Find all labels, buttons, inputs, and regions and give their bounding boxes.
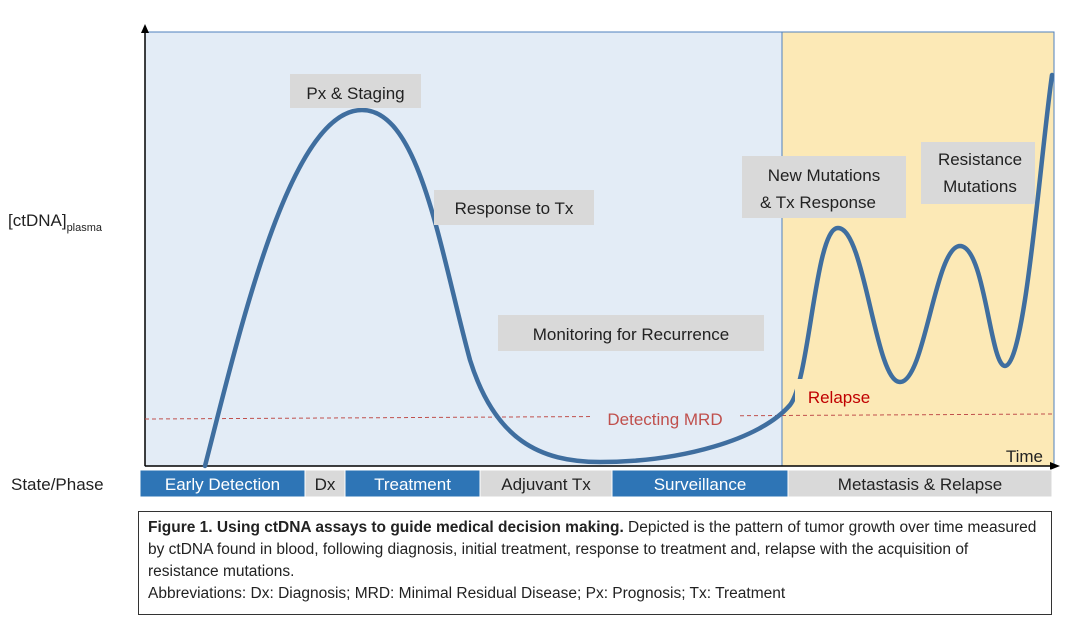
- caption-title: Figure 1. Using ctDNA assays to guide me…: [148, 519, 624, 536]
- caption-body: Depicted is the pattern of tumor growth …: [148, 519, 1037, 580]
- phase-label: Early Detection: [165, 475, 280, 494]
- phase-segment: [139, 469, 306, 498]
- phase-segment: [611, 469, 789, 498]
- ctdna-curve: [202, 72, 1055, 469]
- mrd-label-bg: [590, 405, 740, 431]
- phase-segment: [304, 469, 346, 498]
- caption-abbreviations: Abbreviations: Dx: Diagnosis; MRD: Minim…: [148, 585, 786, 602]
- y-axis-arrow-icon: [141, 24, 149, 33]
- pre-relapse-region: [144, 31, 783, 467]
- phase-label: Dx: [315, 475, 336, 494]
- phase-label: Surveillance: [654, 475, 747, 494]
- phase-bar: Early Detection Dx Treatment Adjuvant Tx Sur…: [139, 469, 1053, 498]
- phase-row-label: State/Phase: [11, 475, 104, 494]
- resistance-line1: Resistance: [938, 150, 1022, 169]
- monitoring-label: Monitoring for Recurrence: [533, 325, 730, 344]
- phase-segment: [479, 469, 613, 498]
- px-staging-label: Px & Staging: [306, 84, 404, 103]
- new-mutations-box: [742, 156, 906, 218]
- response-label: Response to Tx: [455, 199, 574, 218]
- figure-caption: Figure 1. Using ctDNA assays to guide me…: [138, 511, 1052, 615]
- new-mutations-line1: New Mutations: [768, 166, 880, 185]
- y-axis-label: [ctDNA]plasma: [8, 211, 103, 234]
- resistance-box: [921, 142, 1035, 204]
- relapse-label: Relapse: [808, 388, 870, 407]
- px-staging-box: [290, 74, 421, 108]
- mrd-label: Detecting MRD: [607, 410, 722, 429]
- y-axis-label-main: [ctDNA]: [8, 211, 67, 230]
- monitoring-box: [498, 315, 764, 351]
- x-axis-arrow-icon: [1050, 462, 1060, 470]
- phase-label: Adjuvant Tx: [501, 475, 591, 494]
- relapse-box: [795, 379, 884, 411]
- x-axis-label: Time: [1006, 447, 1043, 466]
- resistance-line2: Mutations: [943, 177, 1017, 196]
- y-axis-label-subscript: plasma: [67, 222, 103, 234]
- phase-segment: [344, 469, 481, 498]
- new-mutations-line2: & Tx Response: [760, 193, 876, 212]
- response-box: [434, 190, 594, 225]
- phase-segment: [787, 469, 1053, 498]
- phase-label: Metastasis & Relapse: [838, 475, 1002, 494]
- phase-label: Treatment: [374, 475, 451, 494]
